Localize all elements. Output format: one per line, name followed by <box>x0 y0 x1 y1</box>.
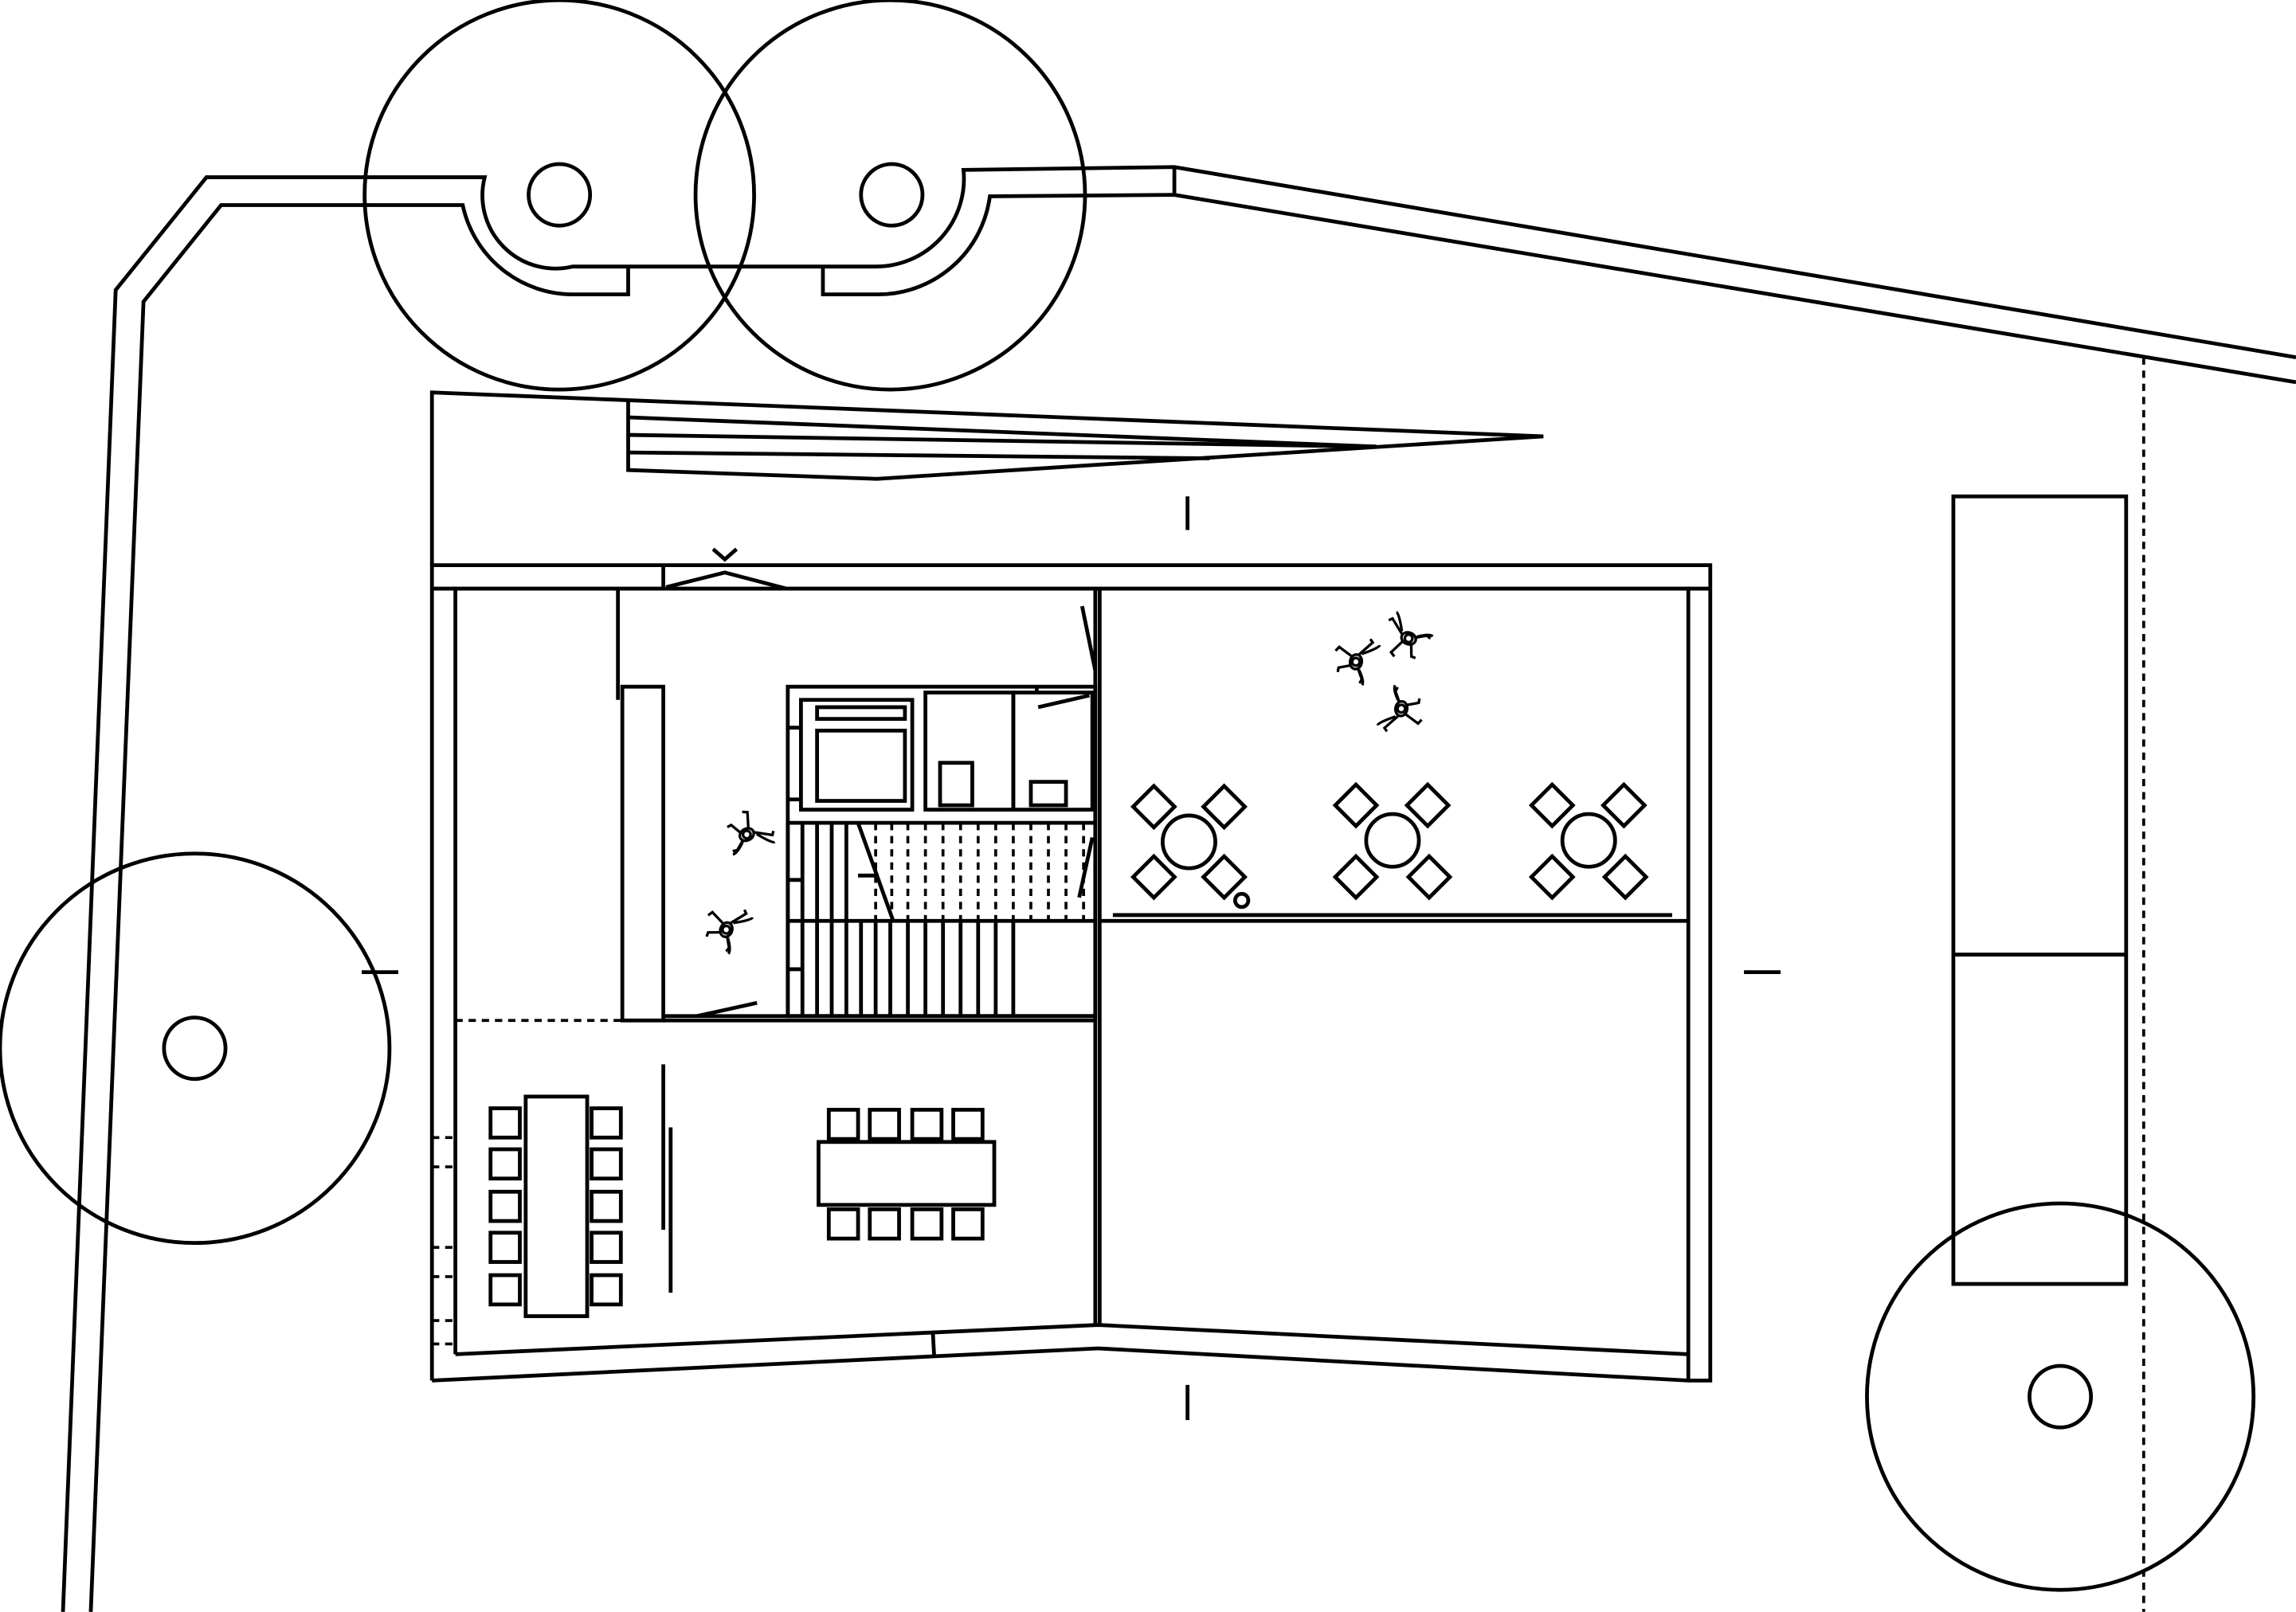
cafe-seating <box>1133 784 1646 910</box>
tree-trunk-icon <box>2028 1364 2094 1430</box>
tree-canopy-icon <box>0 851 392 1245</box>
entry-ramp <box>429 390 1544 565</box>
long-table-horizontal <box>817 1109 997 1238</box>
tree-trunk-icon <box>859 162 925 228</box>
side-structure <box>1951 494 2129 1286</box>
table-icon <box>1560 812 1617 869</box>
tree-trunk-icon <box>527 162 593 228</box>
table-icon <box>1160 813 1217 871</box>
tree-canopy-icon <box>362 0 756 392</box>
cafe-table-group <box>1531 784 1646 898</box>
tree-trunk-icon <box>162 1015 228 1082</box>
tree-left <box>0 851 392 1245</box>
staircase <box>786 822 1095 1016</box>
table-icon <box>523 1094 590 1318</box>
main-entrance <box>661 547 787 591</box>
dining-seating <box>491 1094 997 1318</box>
kitchen-unit <box>799 698 915 812</box>
service-core <box>786 684 1098 1019</box>
table-icon <box>817 1140 997 1207</box>
entrance-arrow-icon <box>711 547 739 562</box>
tree-top-center <box>693 0 1087 392</box>
tree-bottom-right <box>1865 1201 2256 1592</box>
long-table-vertical <box>491 1094 621 1318</box>
tree-top-left <box>362 0 756 392</box>
table-icon <box>1364 812 1421 869</box>
tree-canopy-icon <box>693 0 1087 392</box>
section-marks <box>361 496 1781 1421</box>
tree-canopy-icon <box>1865 1201 2256 1592</box>
cafe-table-group <box>1133 786 1244 898</box>
site-boundary-wall <box>61 165 2296 1612</box>
cafe-table-group <box>1335 784 1450 898</box>
wc-cubicle <box>1011 691 1095 812</box>
